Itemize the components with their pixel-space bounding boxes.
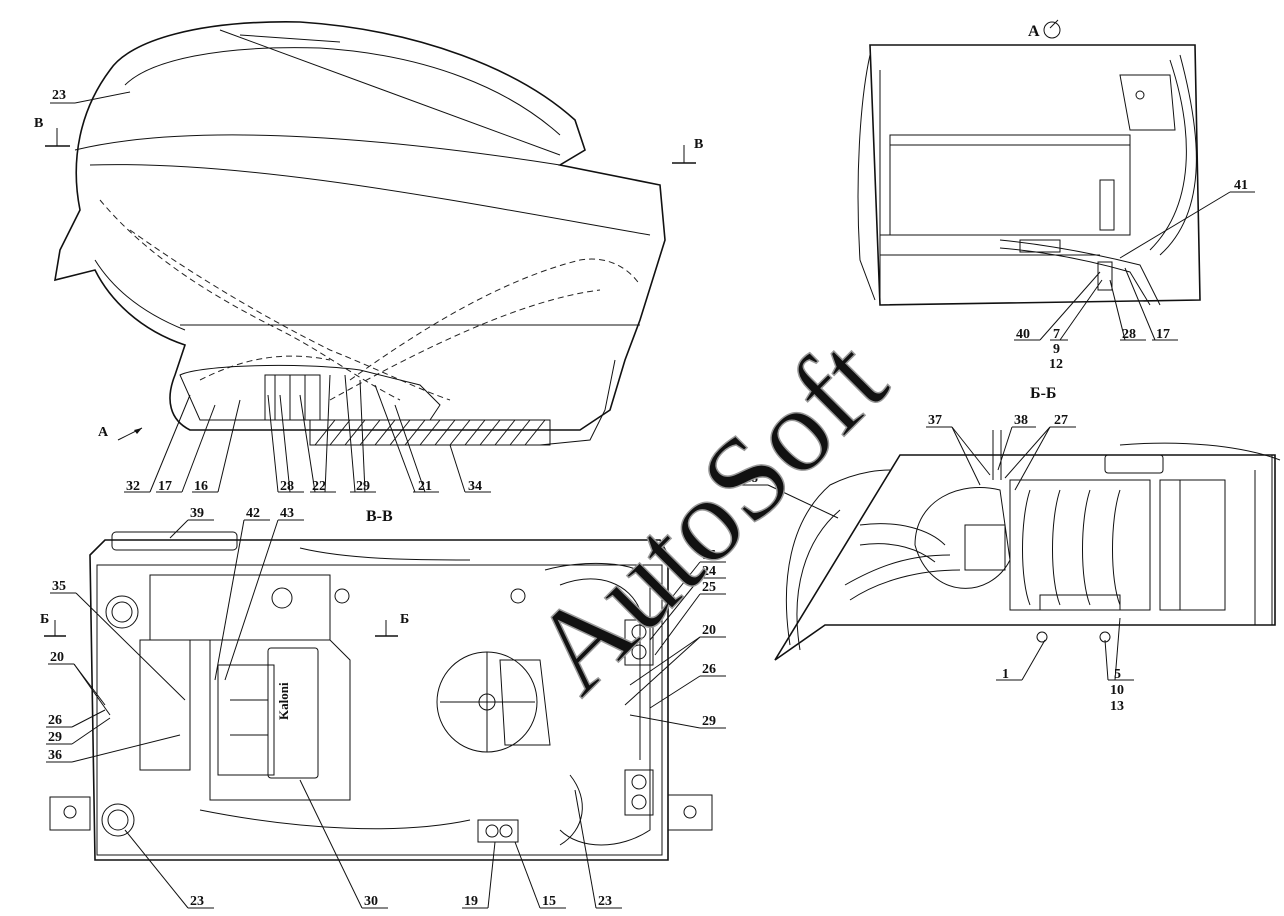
kaloni-logo: Kaloni	[276, 682, 291, 720]
plan-label-39: 39	[190, 506, 204, 521]
watermark: AutoSoft	[506, 312, 911, 717]
plan-label-26-left: 26	[48, 713, 62, 728]
plan-label-29-left: 29	[48, 730, 62, 745]
plan-label-43: 43	[280, 506, 294, 521]
side-label-17: 17	[158, 479, 172, 494]
section-bb-label-10: 10	[1110, 683, 1124, 698]
plan-label-25: 25	[702, 580, 716, 595]
plan-label-23-left: 23	[190, 894, 204, 909]
plan-label-15-right: 15	[702, 548, 716, 563]
side-label-22: 22	[312, 479, 326, 494]
plan-label-30: 30	[364, 894, 378, 909]
view-a-drawing	[857, 19, 1201, 306]
side-label-32: 32	[126, 479, 140, 494]
side-label-29: 29	[356, 479, 370, 494]
section-bb-title: Б-Б	[1030, 385, 1056, 402]
section-bb-label-5: 5	[1114, 667, 1121, 682]
view-a-label-41: 41	[1234, 178, 1248, 193]
section-mark-v-right: В	[694, 137, 703, 152]
section-bb-drawing	[774, 430, 1281, 661]
side-label-16: 16	[194, 479, 208, 494]
section-bb-leader-lines	[742, 426, 1134, 681]
plan-label-23-right: 23	[598, 894, 612, 909]
section-bb-label-37: 37	[928, 413, 942, 428]
view-arrow-a-label: А	[98, 425, 109, 440]
plan-label-36: 36	[48, 748, 62, 763]
plan-label-15-bottom: 15	[542, 894, 556, 909]
section-vv-title: В-В	[366, 508, 393, 525]
side-label-34: 34	[468, 479, 482, 494]
plan-label-42: 42	[246, 506, 260, 521]
plan-label-20-right: 20	[702, 623, 716, 638]
view-a-title: А	[1028, 23, 1040, 40]
plan-label-20-left: 20	[50, 650, 64, 665]
plan-label-29-right: 29	[702, 714, 716, 729]
side-leader-lines	[50, 91, 491, 493]
section-mark-b-right: Б	[400, 612, 409, 627]
view-a-label-12: 12	[1049, 357, 1063, 372]
plan-label-24: 24	[702, 564, 716, 579]
side-label-28: 28	[280, 479, 294, 494]
section-mark-b-left: Б	[40, 612, 49, 627]
view-a-label-40: 40	[1016, 327, 1030, 342]
section-bb-label-28: 28	[744, 471, 758, 486]
side-label-21: 21	[418, 479, 432, 494]
section-mark-v-left: В	[34, 116, 43, 131]
plan-label-26-right: 26	[702, 662, 716, 677]
view-a-label-7: 7	[1053, 327, 1060, 342]
plan-label-35: 35	[52, 579, 66, 594]
section-bb-label-13: 13	[1110, 699, 1124, 714]
section-vv-leader-lines	[46, 519, 726, 909]
side-view-cab	[45, 21, 696, 446]
section-bb-label-1: 1	[1002, 667, 1009, 682]
side-label-23: 23	[52, 88, 66, 103]
section-bb-label-38: 38	[1014, 413, 1028, 428]
view-a-label-28: 28	[1122, 327, 1136, 342]
view-a-label-9: 9	[1053, 342, 1060, 357]
view-a-label-17: 17	[1156, 327, 1170, 342]
section-bb-label-27: 27	[1054, 413, 1068, 428]
section-vv-drawing	[44, 531, 713, 861]
plan-label-19: 19	[464, 894, 478, 909]
view-a-leader-lines	[1014, 191, 1255, 341]
